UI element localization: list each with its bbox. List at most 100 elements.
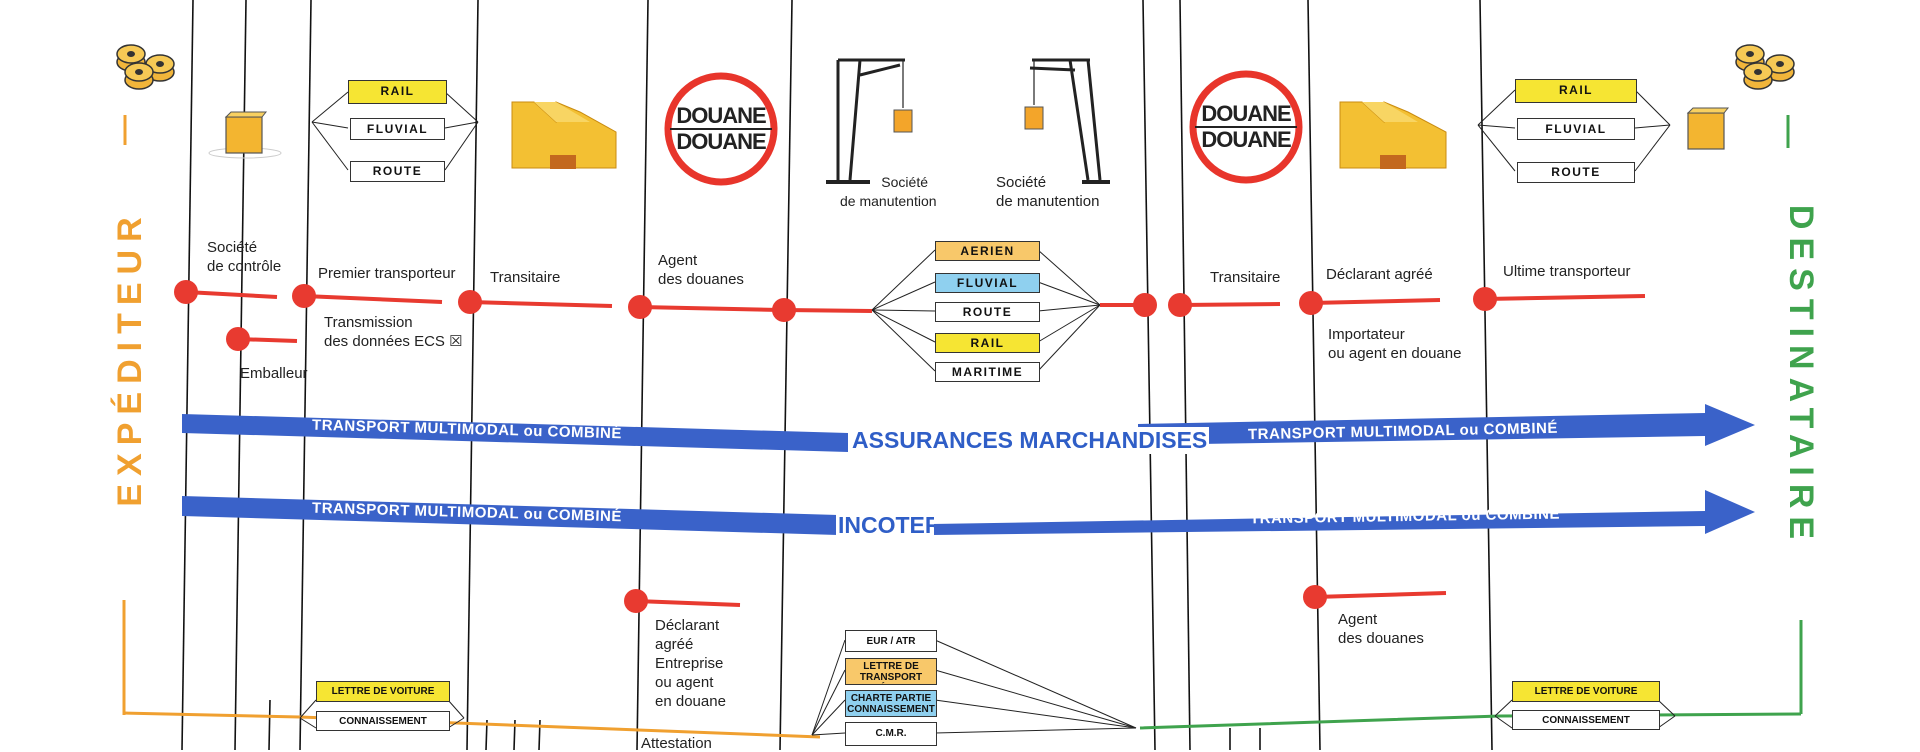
destinataire-frame: [1139, 115, 1803, 730]
premier-transporteur-label: Premier transporteur: [318, 265, 456, 282]
goods-stack-icon-right: [1735, 44, 1795, 90]
goods-stack-icon-left: [116, 44, 175, 90]
transitaire-left-label: Transitaire: [490, 269, 561, 286]
label-line: Agent: [658, 252, 698, 269]
band-text-row1-center: ASSURANCES MARCHANDISES: [850, 427, 1210, 454]
mode-label: ROUTE: [1551, 165, 1601, 179]
doc-label: C.M.R.: [875, 728, 907, 739]
customs-stamp-line: DOUANE: [1201, 127, 1291, 152]
doc-lettre-voiture-left: LETTRE DE VOITURE: [316, 681, 450, 702]
mode-banner-maritime-center: MARITIME: [935, 362, 1040, 382]
warehouse-icon-left: [511, 101, 617, 169]
societe-controle-label: Société de contrôle: [207, 238, 281, 276]
mode-label: MARITIME: [951, 365, 1024, 379]
expediteur-frame: [122, 115, 821, 739]
mode-label: RAIL: [380, 84, 415, 98]
mode-label: ROUTE: [372, 164, 423, 178]
doc-label: CONNAISSEMENT: [1542, 715, 1630, 726]
customs-stamp-text-left: DOUANE DOUANE: [670, 104, 772, 154]
mode-banner-fluvial-left: FLUVIAL: [350, 118, 445, 140]
label-line: en douane: [655, 693, 726, 710]
declarant-agree-right-label: Déclarant agréé: [1326, 266, 1433, 283]
doc-label: LETTRE DE VOITURE: [331, 686, 435, 697]
label-line: Société: [881, 174, 928, 190]
actor-dots: [174, 280, 1497, 613]
label-line: de manutention: [996, 193, 1100, 210]
transmission-ecs-label: Transmission des données ECS ☒: [324, 313, 463, 351]
label-line: Transmission: [324, 314, 413, 331]
agent-douanes-left-label: Agent des douanes: [658, 251, 744, 289]
label-line: Entreprise: [655, 655, 724, 672]
doc-label: CONNAISSEMENT: [339, 716, 427, 727]
customs-stamp-line: DOUANE: [1195, 102, 1297, 128]
agent-douanes-bottom-label: Agent des douanes: [1338, 610, 1424, 648]
document-fan-lines: [811, 639, 1137, 736]
label-line: Société: [996, 174, 1047, 191]
ultime-transporteur-label: Ultime transporteur: [1503, 263, 1631, 280]
emballeur-label: Emballeur: [240, 365, 308, 382]
label-line: des douanes: [658, 271, 744, 288]
destinataire-label: DESTINATAIRE: [1782, 204, 1820, 548]
importateur-label: Importateur ou agent en douane: [1328, 325, 1461, 363]
warehouse-icon-right: [1339, 101, 1447, 169]
label-line: ou agent en douane: [1328, 345, 1462, 362]
mode-label: AERIEN: [960, 244, 1015, 258]
box-icon-right: [1686, 107, 1730, 150]
mode-label: RAIL: [970, 336, 1005, 350]
mode-banner-aerien-center: AERIEN: [935, 241, 1040, 261]
box-icon-left: [208, 111, 282, 159]
label-line: Déclarant: [655, 617, 720, 634]
customs-stamp-line: DOUANE: [670, 104, 772, 130]
doc-label: CHARTE PARTIE CONNAISSEMENT: [847, 693, 935, 715]
doc-cmr: C.M.R.: [845, 722, 937, 746]
label-line: des douanes: [1338, 630, 1424, 647]
mode-banner-route-left: ROUTE: [350, 161, 445, 182]
label-line: agréé: [655, 636, 694, 653]
label-line: de contrôle: [207, 258, 282, 275]
doc-label: EUR / ATR: [866, 636, 916, 647]
mode-banner-fluvial-right: FLUVIAL: [1517, 118, 1635, 140]
doc-charte-partie: CHARTE PARTIE CONNAISSEMENT: [845, 690, 937, 717]
manutention-right-label: Société de manutention: [996, 173, 1099, 211]
transitaire-right-label: Transitaire: [1210, 269, 1281, 286]
label-line: Agent: [1338, 611, 1378, 628]
mode-banner-rail-center: RAIL: [935, 333, 1040, 353]
label-line: Société: [207, 239, 258, 256]
doc-label: LETTRE DE VOITURE: [1534, 686, 1638, 697]
expediteur-label: EXPÉDITEUR: [111, 209, 149, 507]
mode-banner-rail-right: RAIL: [1515, 79, 1637, 103]
customs-stamp-text-right: DOUANE DOUANE: [1195, 102, 1297, 152]
label-line: ou agent: [655, 674, 714, 691]
actor-lines: [185, 290, 1646, 607]
label-line: de manutention: [840, 193, 937, 209]
mode-banner-rail-left: RAIL: [348, 80, 447, 104]
mode-label: RAIL: [1559, 83, 1593, 97]
manutention-left-label: Société de manutention: [840, 173, 937, 211]
mode-banner-fluvial-center: FLUVIAL: [935, 273, 1040, 293]
attestation-label: Attestation: [641, 735, 712, 752]
doc-lettre-transport-aerien: LETTRE DE TRANSPORT AÉRIEN: [845, 658, 937, 685]
mode-fan-lines-center: [871, 249, 1101, 372]
label-line: des données ECS ☒: [324, 333, 463, 350]
band-text-row2-center: INCOTERMS: [836, 512, 934, 539]
crane-icon-left: [826, 58, 913, 184]
doc-label: LETTRE DE TRANSPORT AÉRIEN: [859, 661, 923, 684]
mode-fan-lines-right: [1477, 89, 1671, 172]
crane-icon-right: [1024, 58, 1110, 184]
doc-connaissement-right: CONNAISSEMENT: [1512, 710, 1660, 730]
label-line: Importateur: [1328, 326, 1405, 343]
customs-stamp-line: DOUANE: [676, 129, 766, 154]
mode-fan-lines-left: [311, 91, 479, 171]
doc-lettre-voiture-right: LETTRE DE VOITURE: [1512, 681, 1660, 702]
mode-label: FLUVIAL: [366, 122, 429, 136]
declarant-bottom-label: Déclarant agréé Entreprise ou agent en d…: [655, 616, 726, 711]
mode-label: FLUVIAL: [956, 276, 1019, 290]
arrow-bands: [182, 404, 1755, 535]
mode-banner-route-center: ROUTE: [935, 302, 1040, 322]
doc-eur-atr: EUR / ATR: [845, 630, 937, 652]
mode-label: FLUVIAL: [1545, 122, 1607, 136]
doc-connaissement-left: CONNAISSEMENT: [316, 711, 450, 731]
mode-label: ROUTE: [962, 305, 1013, 319]
